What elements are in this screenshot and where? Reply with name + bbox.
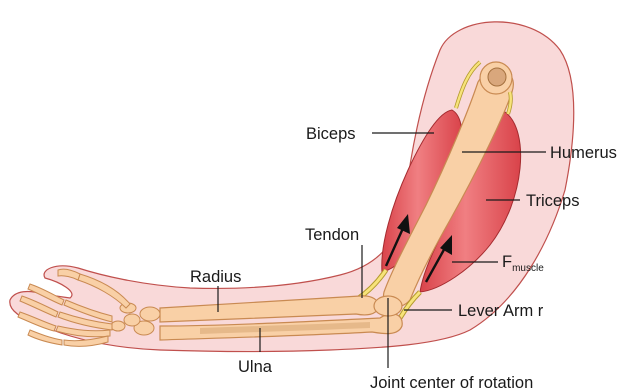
f-muscle-main: F: [502, 253, 512, 271]
ulna-label: Ulna: [238, 358, 273, 376]
f-muscle-subscript: muscle: [512, 263, 544, 274]
radius-label: Radius: [190, 268, 241, 286]
triceps-label: Triceps: [526, 192, 579, 210]
biceps-label: Biceps: [306, 125, 356, 143]
joint-center-label: Joint center of rotation: [370, 374, 533, 392]
tendon-label: Tendon: [305, 226, 359, 244]
shoulder-socket: [488, 68, 506, 86]
lever-arm-label: Lever Arm r: [458, 302, 544, 320]
humerus-label: Humerus: [550, 144, 617, 162]
